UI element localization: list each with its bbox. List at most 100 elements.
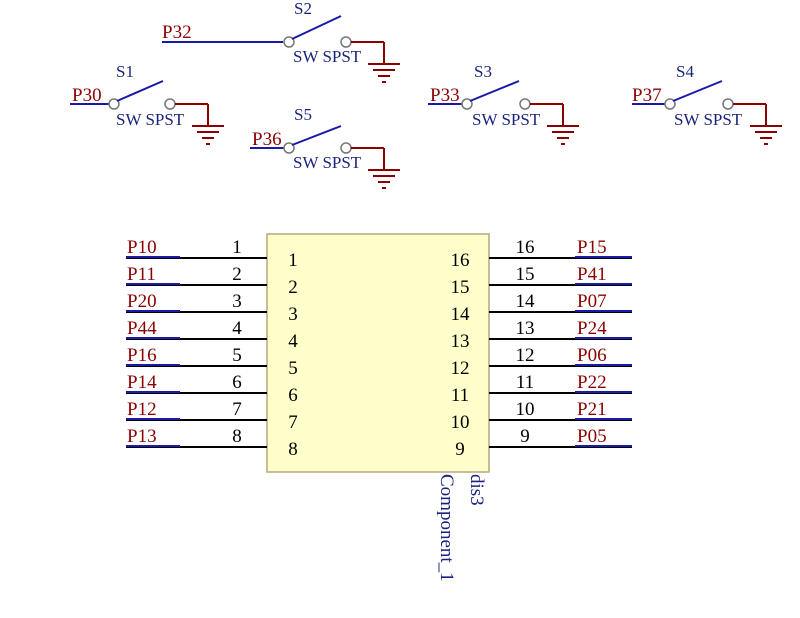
pin-2[interactable]: P11 2 2 [126,264,298,298]
net-label: P13 [127,426,157,447]
net-label: P41 [577,264,607,285]
switch-s3[interactable]: P33 S3 SW SPST [428,62,579,145]
switch-contact-right [722,98,734,110]
net-label: P12 [127,399,157,420]
pin-number-outer: 2 [232,264,242,285]
pin-5[interactable]: P16 5 5 [126,345,298,379]
net-label: P06 [577,345,607,366]
pin-number-outer: 4 [232,318,242,339]
pin-11[interactable]: P22 11 11 [451,372,632,406]
switch-ref-s5: S5 [294,105,312,124]
switch-type-s3: SW SPST [472,110,541,129]
component-name: Component_1 [436,474,457,582]
switch-type-s2: SW SPST [293,47,362,66]
pin-7[interactable]: P12 7 7 [126,399,298,433]
pin-8[interactable]: P13 8 8 [126,426,298,460]
pin-number-inner: 15 [451,277,470,298]
pin-number-inner: 1 [288,250,298,271]
net-label: P21 [577,399,607,420]
switch-lever [116,80,164,102]
pin-number-inner: 4 [288,331,298,352]
pin-13[interactable]: P24 13 13 [451,318,633,352]
pin-number-inner: 7 [288,412,298,433]
pin-number-inner: 9 [455,439,465,460]
pin-number-outer: 7 [232,399,242,420]
pin-number-inner: 14 [451,304,471,325]
net-label-p37: P37 [632,85,662,106]
switch-contact-right [164,98,176,110]
switch-type-s1: SW SPST [116,110,185,129]
pin-number-outer: 6 [232,372,242,393]
right-pin-group: P151616P411515P071414P241313P061212P2211… [451,237,633,460]
pin-number-inner: 5 [288,358,298,379]
pin-1[interactable]: P10 1 1 [126,237,298,271]
net-label: P10 [127,237,157,258]
switch-contact-left [664,98,676,110]
net-label: P44 [127,318,157,339]
pin-number-inner: 16 [451,250,470,271]
pin-number-inner: 6 [288,385,298,406]
pin-number-inner: 13 [451,331,470,352]
switch-lever [291,125,342,146]
switch-contact-right [340,36,352,48]
component-body[interactable] [266,233,490,473]
switch-s5[interactable]: P36 S5 SW SPST [250,105,400,189]
switch-contact-right [519,98,531,110]
pin-number-outer: 10 [516,399,535,420]
pin-4[interactable]: P44 4 4 [126,318,298,352]
switch-lever [291,15,342,40]
pin-number-outer: 5 [232,345,242,366]
net-label-p30: P30 [72,85,102,106]
pin-6[interactable]: P14 6 6 [126,372,298,406]
switch-s1[interactable]: P30 S1 SW SPST [70,62,224,145]
pin-number-outer: 9 [520,426,530,447]
net-label: P20 [127,291,157,312]
net-label: P22 [577,372,607,393]
switch-ref-s1: S1 [116,62,134,81]
net-label-p36: P36 [252,129,282,150]
net-label: P16 [127,345,157,366]
switch-lever [469,80,520,102]
pin-10[interactable]: P21 10 10 [451,399,633,433]
switch-ref-s3: S3 [474,62,492,81]
switch-type-s5: SW SPST [293,153,362,172]
pin-15[interactable]: P41 15 15 [451,264,633,298]
net-label: P07 [577,291,607,312]
pin-number-inner: 3 [288,304,298,325]
switch-type-s4: SW SPST [674,110,743,129]
pin-number-inner: 12 [451,358,470,379]
switch-contact-left [283,142,295,154]
ground-icon [175,103,224,145]
pin-number-inner: 2 [288,277,298,298]
pin-number-outer: 15 [516,264,535,285]
net-label: P11 [127,264,156,285]
ground-icon [351,147,400,189]
pin-number-inner: 11 [451,385,469,406]
pin-12[interactable]: P06 12 12 [451,345,633,379]
pin-number-inner: 10 [451,412,470,433]
switch-s4[interactable]: P37 S4 SW SPST [632,62,782,145]
ground-icon [733,103,782,145]
net-label: P24 [577,318,607,339]
pin-number-outer: 13 [516,318,535,339]
pin-number-outer: 8 [232,426,242,447]
ground-icon [530,103,579,145]
switch-ref-s2: S2 [294,0,312,18]
net-label-p32: P32 [162,22,192,43]
component-designator: dis3 [466,474,487,506]
pin-number-outer: 1 [232,237,242,258]
pin-number-outer: 12 [516,345,535,366]
switch-contact-left [461,98,473,110]
pin-number-outer: 11 [516,372,534,393]
pin-number-inner: 8 [288,439,298,460]
switch-contact-left [108,98,120,110]
net-label-p33: P33 [430,85,460,106]
net-label: P14 [127,372,157,393]
switch-s2[interactable]: P32 S2 SW SPST [162,0,400,83]
